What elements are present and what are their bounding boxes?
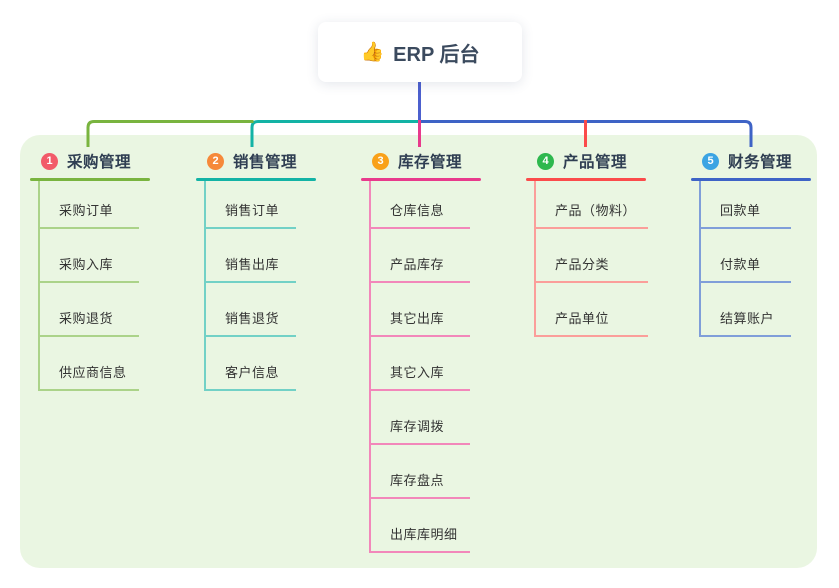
branch-underline <box>526 178 646 181</box>
branch-node-4[interactable]: 4 产品管理 <box>537 150 686 172</box>
branch-underline <box>361 178 481 181</box>
leaf-node[interactable]: 回款单 <box>701 181 791 229</box>
leaf-node[interactable]: 结算账户 <box>701 283 791 337</box>
leaf-node[interactable]: 销售出库 <box>206 229 296 283</box>
branch-node-5[interactable]: 5 财务管理 <box>702 150 839 172</box>
branch-node-1[interactable]: 1 采购管理 <box>41 150 190 172</box>
branch-column-5: 5 财务管理回款单付款单结算账户 <box>691 150 839 337</box>
branch-column-3: 3 库存管理仓库信息产品库存其它出库其它入库库存调拨库存盘点出库库明细 <box>361 150 521 553</box>
root-title: ERP 后台 <box>393 43 480 66</box>
leaf-node[interactable]: 产品单位 <box>536 283 649 337</box>
branch-label: 财务管理 <box>728 154 793 171</box>
root-node[interactable]: 👍 ERP 后台 <box>318 22 522 82</box>
branch-items: 销售订单销售出库销售退货客户信息 <box>204 181 296 391</box>
leaf-node[interactable]: 销售退货 <box>206 283 296 337</box>
branch-items: 仓库信息产品库存其它出库其它入库库存调拨库存盘点出库库明细 <box>369 181 470 553</box>
branch-label: 销售管理 <box>233 154 298 171</box>
leaf-node[interactable]: 其它出库 <box>371 283 470 337</box>
leaf-node[interactable]: 采购退货 <box>40 283 139 337</box>
leaf-node[interactable]: 库存调拨 <box>371 391 470 445</box>
branch-node-3[interactable]: 3 库存管理 <box>372 150 521 172</box>
leaf-node[interactable]: 产品（物料） <box>536 181 649 229</box>
branch-column-2: 2 销售管理销售订单销售出库销售退货客户信息 <box>196 150 356 391</box>
leaf-node[interactable]: 产品库存 <box>371 229 470 283</box>
branch-underline <box>30 178 150 181</box>
leaf-node[interactable]: 产品分类 <box>536 229 649 283</box>
branch-items: 产品（物料）产品分类产品单位 <box>534 181 649 337</box>
leaf-node[interactable]: 采购入库 <box>40 229 139 283</box>
branch-label: 采购管理 <box>67 154 132 171</box>
branches-panel <box>20 135 817 568</box>
branch-index-badge: 2 <box>207 152 224 170</box>
branch-items: 回款单付款单结算账户 <box>699 181 791 337</box>
branch-index-badge: 5 <box>702 152 719 170</box>
leaf-node[interactable]: 付款单 <box>701 229 791 283</box>
branch-column-1: 1 采购管理采购订单采购入库采购退货供应商信息 <box>30 150 190 391</box>
leaf-node[interactable]: 仓库信息 <box>371 181 470 229</box>
branch-index-badge: 4 <box>537 152 554 170</box>
branch-underline <box>196 178 316 181</box>
branch-label: 库存管理 <box>398 154 463 171</box>
branch-node-2[interactable]: 2 销售管理 <box>207 150 356 172</box>
leaf-node[interactable]: 供应商信息 <box>40 337 139 391</box>
leaf-node[interactable]: 其它入库 <box>371 337 470 391</box>
branch-index-badge: 1 <box>41 152 58 170</box>
leaf-node[interactable]: 客户信息 <box>206 337 296 391</box>
thumbs-up-icon: 👍 <box>360 42 385 63</box>
branch-items: 采购订单采购入库采购退货供应商信息 <box>38 181 139 391</box>
branch-column-4: 4 产品管理产品（物料）产品分类产品单位 <box>526 150 686 337</box>
leaf-node[interactable]: 库存盘点 <box>371 445 470 499</box>
leaf-node[interactable]: 采购订单 <box>40 181 139 229</box>
branch-label: 产品管理 <box>563 154 628 171</box>
leaf-node[interactable]: 销售订单 <box>206 181 296 229</box>
branch-underline <box>691 178 811 181</box>
branch-index-badge: 3 <box>372 152 389 170</box>
leaf-node[interactable]: 出库库明细 <box>371 499 470 553</box>
